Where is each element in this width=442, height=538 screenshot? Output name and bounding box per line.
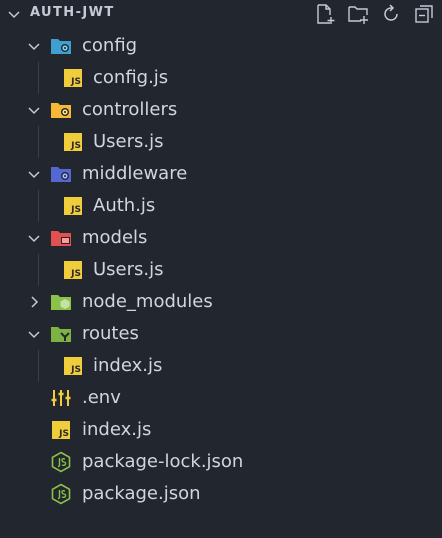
tree-item-label: package-lock.json (82, 451, 244, 472)
project-title: AUTH-JWT (30, 5, 115, 20)
tree-item-label: routes (82, 323, 139, 344)
tree-item-label: middleware (82, 163, 188, 184)
chevron-down-icon[interactable] (26, 230, 42, 246)
tree-item-label: config (82, 35, 138, 56)
tree-item-index-js[interactable]: JS index.js (0, 414, 442, 446)
tree-item-middleware[interactable]: middleware (0, 158, 442, 190)
chevron-down-icon[interactable] (26, 102, 42, 118)
chevron-down-icon[interactable] (26, 38, 42, 54)
nodejs-icon (51, 451, 71, 473)
tree-item-label: index.js (93, 355, 163, 376)
collapse-all-icon[interactable] (412, 2, 436, 26)
tree-item-label: controllers (82, 99, 178, 120)
indent-guide (38, 62, 39, 94)
javascript-file-icon: JS (64, 133, 82, 151)
indent-guide (38, 126, 39, 158)
tree-item-label: Auth.js (93, 195, 156, 216)
tree-item-label: package.json (82, 483, 201, 504)
chevron-down-icon[interactable] (26, 326, 42, 342)
new-folder-icon[interactable] (346, 2, 370, 26)
node-modules-folder-icon (51, 295, 71, 310)
tree-item-label: Users.js (93, 259, 164, 280)
tree-item-env[interactable]: .env (0, 382, 442, 414)
indent-guide (38, 350, 39, 382)
tree-item-models[interactable]: models (0, 222, 442, 254)
explorer-header[interactable]: AUTH-JWT (0, 0, 442, 28)
env-settings-icon (51, 390, 71, 406)
chevron-down-icon[interactable] (26, 166, 42, 182)
tree-item-label: Users.js (93, 131, 164, 152)
nodejs-icon (51, 483, 71, 505)
tree-item-label: .env (82, 387, 121, 408)
models-folder-icon (51, 231, 71, 246)
tree-item-label: config.js (93, 67, 169, 88)
tree-item-users-js[interactable]: JS Users.js (0, 254, 442, 286)
tree-item-label: index.js (82, 419, 152, 440)
tree-item-controllers[interactable]: controllers (0, 94, 442, 126)
config-folder-icon (51, 39, 71, 54)
indent-guide (38, 190, 39, 222)
tree-item-package-json[interactable]: package.json (0, 478, 442, 510)
chevron-down-icon[interactable] (6, 6, 22, 22)
new-file-icon[interactable] (313, 2, 337, 26)
chevron-right-icon[interactable] (26, 294, 42, 310)
tree-item-config[interactable]: config (0, 30, 442, 62)
tree-item-label: models (82, 227, 148, 248)
tree-item-package-lock-json[interactable]: package-lock.json (0, 446, 442, 478)
javascript-file-icon: JS (64, 197, 82, 215)
tree-item-config-js[interactable]: JS config.js (0, 62, 442, 94)
javascript-file-icon: JS (64, 357, 82, 375)
javascript-file-icon: JS (64, 261, 82, 279)
tree-item-node-modules[interactable]: node_modules (0, 286, 442, 318)
javascript-file-icon: JS (64, 69, 82, 87)
tree-item-routes[interactable]: routes (0, 318, 442, 350)
controllers-folder-icon (51, 103, 71, 118)
tree-item-auth-js[interactable]: JS Auth.js (0, 190, 442, 222)
tree-item-index-js[interactable]: JS index.js (0, 350, 442, 382)
tree-item-label: node_modules (82, 291, 213, 312)
tree-item-users-js[interactable]: JS Users.js (0, 126, 442, 158)
routes-folder-icon (51, 327, 71, 342)
refresh-icon[interactable] (379, 2, 403, 26)
indent-guide (38, 254, 39, 286)
explorer-actions (304, 2, 436, 26)
javascript-file-icon: JS (52, 421, 70, 439)
middleware-folder-icon (51, 167, 71, 182)
